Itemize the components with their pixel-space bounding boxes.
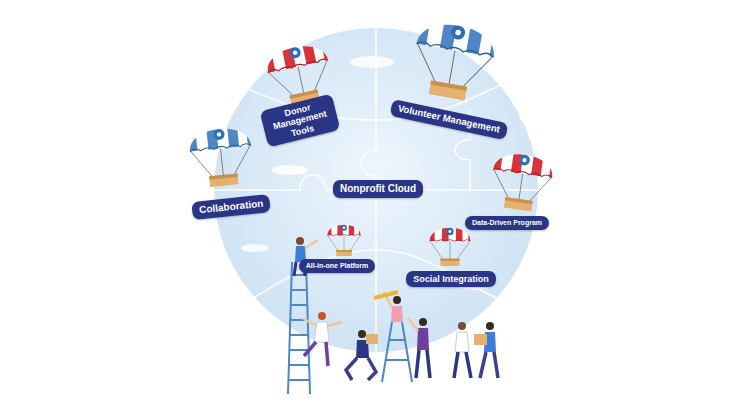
label-text: Social Integration [413, 274, 489, 284]
parachute [405, 7, 508, 105]
label-text: All-in-one Platform [306, 262, 369, 270]
ladder [288, 262, 310, 394]
label-text: Data-Driven Program [472, 219, 542, 227]
step-ladder [382, 322, 412, 382]
label-pill: Data-Driven Program [465, 216, 549, 230]
label-text: Nonprofit Cloud [340, 183, 416, 195]
clouds [241, 56, 551, 290]
people [294, 237, 498, 380]
puzzle-seams [214, 28, 540, 352]
parachute [326, 220, 364, 256]
label-pill: All-in-one Platform [299, 259, 376, 273]
label-pill: Nonprofit Cloud [333, 180, 423, 198]
label-pill: Social Integration [406, 271, 496, 287]
parachute [486, 142, 563, 215]
parachute [185, 116, 262, 189]
